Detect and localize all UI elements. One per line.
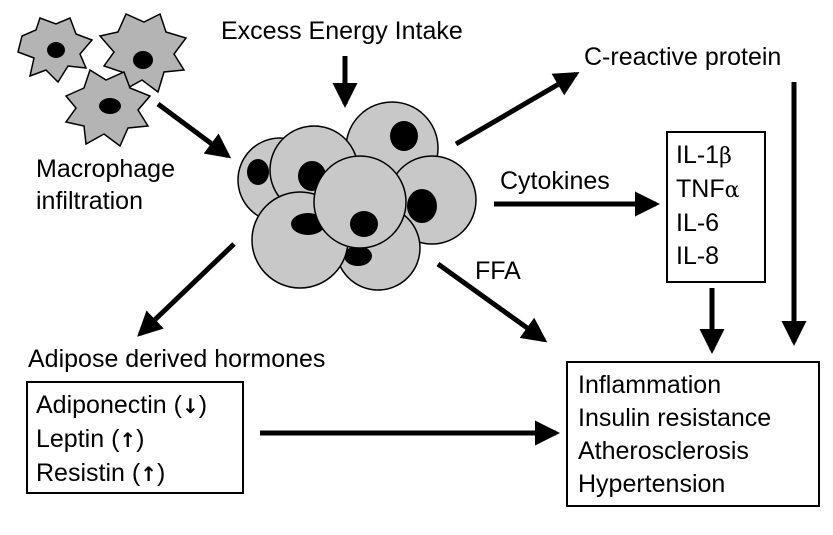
arrow-cells-to-crp: [454, 71, 580, 147]
macrophage-nuclei: [47, 42, 153, 114]
cytokine-item: IL-1β: [676, 141, 732, 169]
outcome-insulin-resistance: Insulin resistance: [578, 404, 772, 432]
cytokine-item: TNFα: [676, 175, 740, 203]
crp-label: C-reactive protein: [584, 43, 782, 71]
cytokines-label: Cytokines: [500, 167, 610, 195]
adipocyte-cluster: [237, 101, 477, 291]
macrophage-3-nucleus: [99, 98, 121, 114]
macrophage-2-nucleus: [133, 51, 153, 69]
cytokine-item: IL-8: [676, 242, 720, 270]
macrophage-label-line2: infiltration: [36, 187, 143, 215]
macrophage-1-nucleus: [47, 42, 65, 58]
hormone-item-leptin: Leptin (↑): [36, 425, 145, 453]
macrophage-label-line1: Macrophage: [36, 155, 175, 183]
beta-symbol: β: [719, 144, 732, 169]
up-arrow-icon: ↑: [140, 462, 157, 486]
alpha-symbol: α: [724, 178, 740, 203]
arrow-cells-to-hormones: [137, 242, 236, 337]
outcome-atherosclerosis: Atherosclerosis: [578, 437, 749, 465]
arrows: [137, 56, 807, 446]
arrow-ffa-to-outcomes: [436, 261, 548, 343]
cytokine-box: IL-1β TNFα IL-6 IL-8: [666, 131, 766, 283]
cytokine-item: IL-6: [676, 209, 720, 237]
up-arrow-icon: ↑: [119, 428, 137, 452]
macrophage-cells: [17, 12, 188, 148]
down-arrow-icon: ↓: [181, 394, 199, 418]
hormone-box: Adiponectin (↓) Leptin (↑) Resistin (↑): [26, 381, 244, 494]
hormone-item-adiponectin: Adiponectin (↓): [36, 391, 208, 419]
excess-energy-label: Excess Energy Intake: [221, 17, 463, 45]
outcomes-box: Inflammation Insulin resistance Atherosc…: [566, 361, 820, 507]
adipose-hormones-label: Adipose derived hormones: [28, 345, 326, 373]
outcome-hypertension: Hypertension: [578, 470, 726, 498]
ffa-label: FFA: [475, 257, 521, 285]
arrow-macrophage-to-cells: [156, 101, 232, 159]
hormone-item-resistin: Resistin (↑): [36, 459, 166, 487]
adipocyte: [313, 155, 407, 249]
outcome-inflammation: Inflammation: [578, 371, 722, 399]
